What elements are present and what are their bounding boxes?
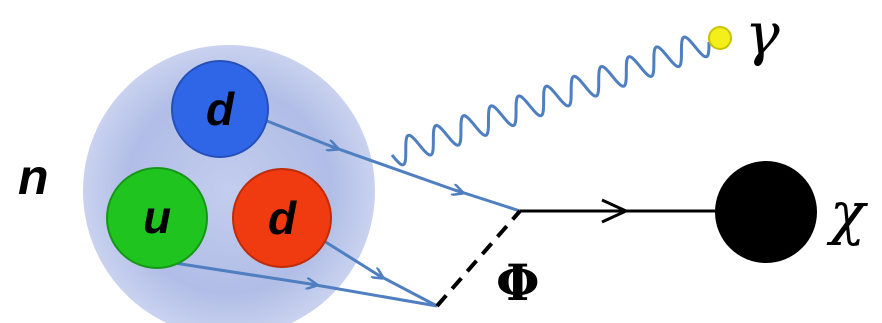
quark-line-d-top-segment-1 — [261, 117, 338, 149]
dark-particle-label: χ — [826, 179, 868, 247]
quark-line-u-segment-2 — [309, 282, 438, 308]
photon-dot — [708, 26, 732, 50]
quark-d-top-label: d — [206, 83, 235, 135]
quark-line-d-right-segment-2 — [377, 273, 438, 308]
neutron-label: n — [18, 149, 49, 205]
quark-d-top — [171, 60, 269, 158]
dark-particle — [715, 161, 817, 263]
quark-line-d-top-segment-3 — [454, 188, 521, 213]
scalar-label: Φ — [496, 253, 540, 312]
quark-line-d-top-segment-2 — [329, 144, 463, 193]
quark-d-right — [232, 168, 332, 268]
quark-u — [106, 167, 208, 269]
quark-d-right-label: d — [268, 192, 297, 244]
dark-particle-arrow — [601, 198, 630, 224]
quark-line-d-right-segment-1 — [315, 234, 383, 278]
quark-line-u-segment-1 — [167, 260, 317, 285]
quark-lines — [167, 117, 521, 308]
quark-u-label: u — [143, 191, 171, 243]
photon-label: γ — [745, 0, 780, 68]
photon-wavy-line — [390, 35, 711, 167]
scalar-propagator — [435, 209, 522, 308]
